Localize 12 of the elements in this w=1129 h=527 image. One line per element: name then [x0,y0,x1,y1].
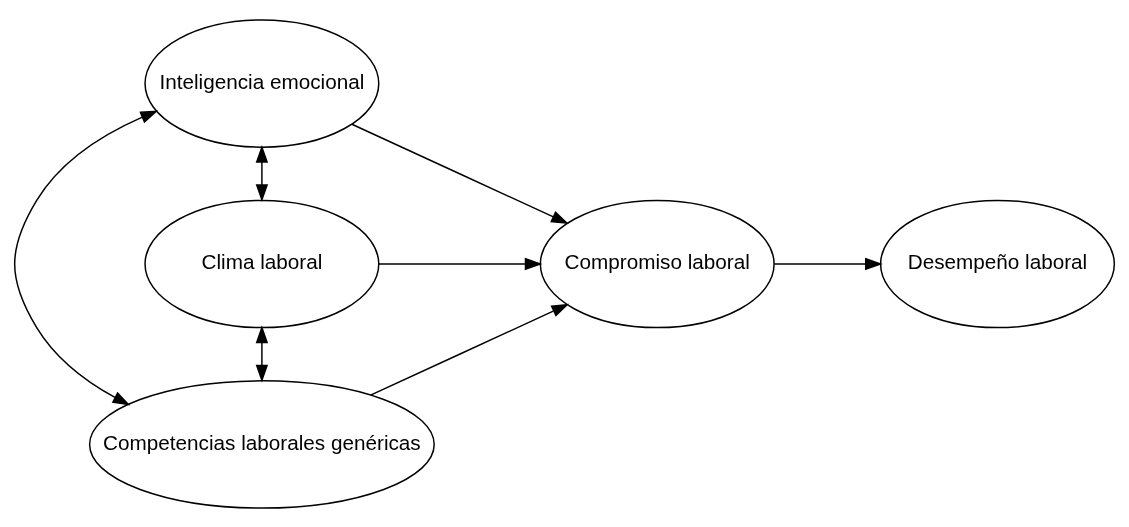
node-ellipse: Competencias laborales genéricas [88,379,435,509]
node-ellipse: Clima laboral [144,199,380,328]
arrow [351,123,569,224]
arrow [369,303,570,396]
arrow [773,257,883,270]
arrow [13,110,159,405]
arrow [378,257,543,270]
arrow [255,144,269,202]
node-ellipse: Inteligencia emocional [144,18,380,148]
node-ellipse: Desempeño laboral [879,199,1116,328]
node-ellipse: Compromiso laboral [539,199,775,328]
arrow [255,324,269,383]
